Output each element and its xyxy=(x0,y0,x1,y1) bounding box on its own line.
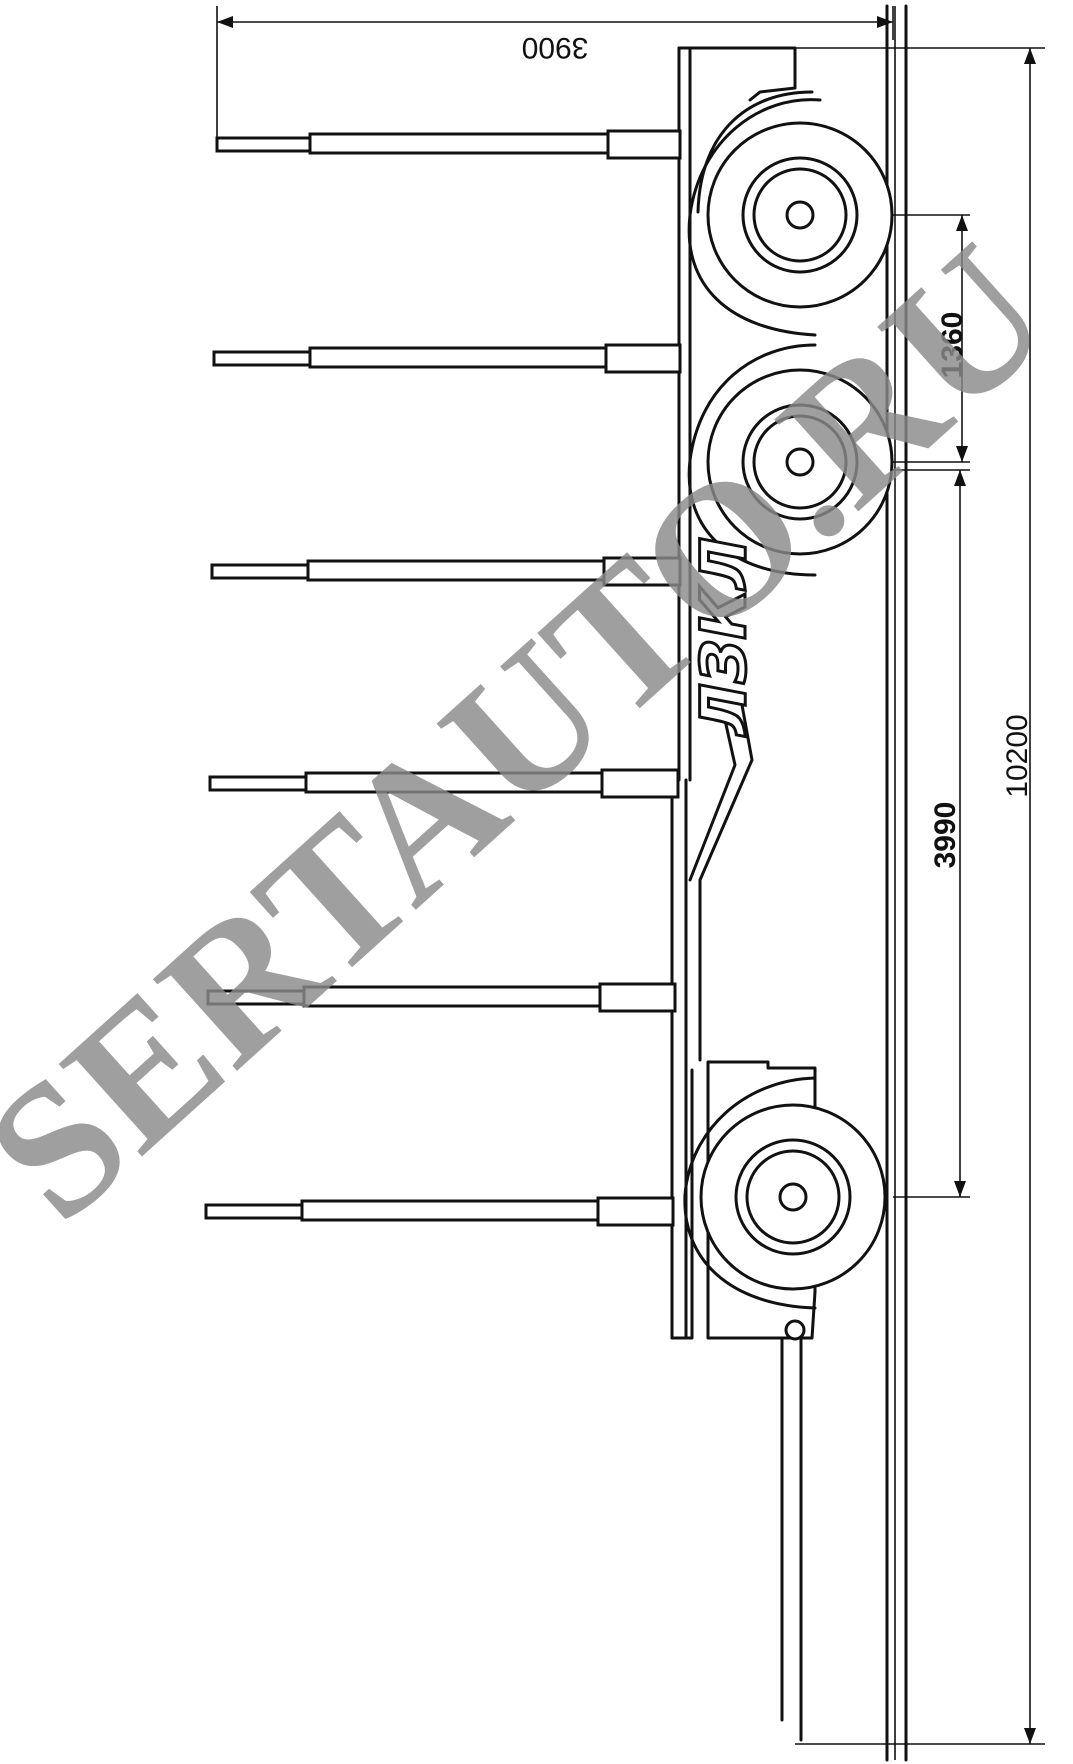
dimension-axle-spacing-label: 1360 xyxy=(936,312,969,379)
trailer-frame xyxy=(670,46,817,1742)
wheel-rear xyxy=(683,1076,887,1310)
dimension-axle-spacing: 1360 xyxy=(893,214,970,463)
stake-3 xyxy=(210,556,682,587)
dimension-width-label: 3900 xyxy=(522,31,589,64)
stake-6 xyxy=(204,1196,675,1227)
stake-1 xyxy=(215,129,682,160)
wheel-front-2 xyxy=(687,343,894,577)
wheel-front-1 xyxy=(687,90,894,337)
dimension-width: 3900 xyxy=(216,6,894,140)
stakes xyxy=(204,129,682,1227)
dimension-length-label: 10200 xyxy=(1001,714,1034,797)
stake-4 xyxy=(208,768,680,799)
stake-5 xyxy=(206,982,677,1013)
manufacturer-logo: ЛЗКЛ xyxy=(687,537,760,737)
side-rail xyxy=(885,4,908,1762)
dimension-wheelbase-label: 3990 xyxy=(929,802,962,869)
dimension-wheelbase: 3990 xyxy=(893,469,970,1198)
stake-2 xyxy=(212,343,682,374)
dimension-length: 10200 xyxy=(795,47,1045,1745)
